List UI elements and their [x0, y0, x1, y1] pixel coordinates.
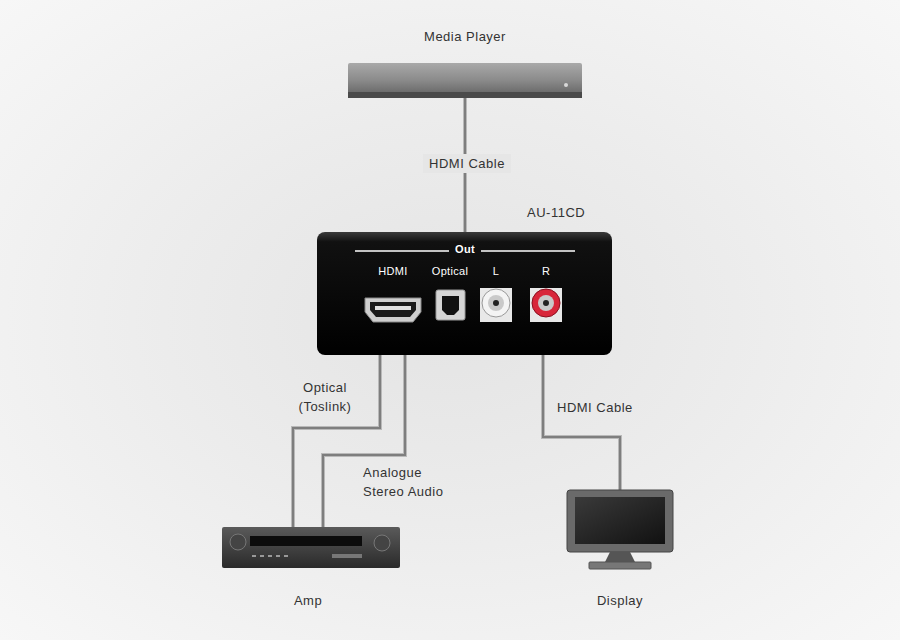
device-illustration — [567, 490, 673, 570]
rca-left-pin — [493, 300, 499, 306]
cable-shadow — [543, 355, 620, 490]
cable-line — [543, 355, 620, 490]
port-label: R — [542, 265, 550, 277]
player-body — [348, 63, 582, 98]
device-illustration — [222, 527, 400, 568]
hdmi-port — [365, 298, 421, 322]
cable-label: HDMI Cable — [423, 154, 511, 173]
rca-left-jack — [482, 289, 510, 317]
power-led — [564, 83, 568, 87]
device-label: AU-11CD — [527, 205, 585, 220]
rca-right-pin — [543, 300, 549, 306]
port-label: Optical — [432, 265, 468, 277]
device-label: Amp — [294, 593, 322, 608]
rca-mount — [530, 288, 562, 322]
cable-label: Analogue Stereo Audio — [363, 463, 463, 501]
device-illustration — [348, 63, 582, 98]
rca-right-jack — [532, 289, 560, 317]
device-label: Display — [597, 593, 643, 608]
player-base — [348, 92, 582, 98]
port-label: L — [493, 265, 499, 277]
panel-rule — [481, 250, 575, 252]
rca-left-ring — [488, 295, 504, 311]
hdmi-socket — [370, 302, 416, 317]
converter-box: AU-11CDOutHDMIOpticalLR — [317, 232, 612, 355]
port-label: HDMI — [378, 265, 407, 277]
amp-body — [222, 527, 400, 568]
amp-button — [276, 555, 280, 557]
optical-port — [436, 290, 465, 320]
amp-slot — [332, 554, 362, 558]
amp-button — [252, 555, 256, 557]
rca-right-ring — [538, 295, 554, 311]
cable-label: Optical (Toslink) — [289, 378, 361, 416]
media-player: Media Player — [348, 63, 582, 98]
port-label: Out — [455, 243, 475, 255]
monitor-base — [589, 562, 651, 569]
optical-socket — [442, 296, 459, 315]
amp-button — [268, 555, 272, 557]
monitor-screen — [575, 497, 665, 544]
hdmi-pins — [375, 306, 411, 310]
monitor-stand — [605, 552, 635, 562]
display-monitor: Display — [567, 490, 673, 570]
cable-label: HDMI Cable — [557, 398, 633, 417]
device-label: Media Player — [424, 29, 506, 44]
cable-connector — [543, 355, 620, 490]
monitor-frame — [567, 490, 673, 552]
amplifier: Amp — [222, 527, 400, 568]
amp-button — [284, 555, 288, 557]
amp-knob — [230, 534, 246, 550]
panel-rule — [355, 250, 449, 252]
amp-display — [250, 536, 362, 546]
amp-knob — [374, 535, 390, 551]
amp-button — [260, 555, 264, 557]
converter-housing — [317, 232, 612, 355]
rca-mount — [480, 288, 512, 322]
